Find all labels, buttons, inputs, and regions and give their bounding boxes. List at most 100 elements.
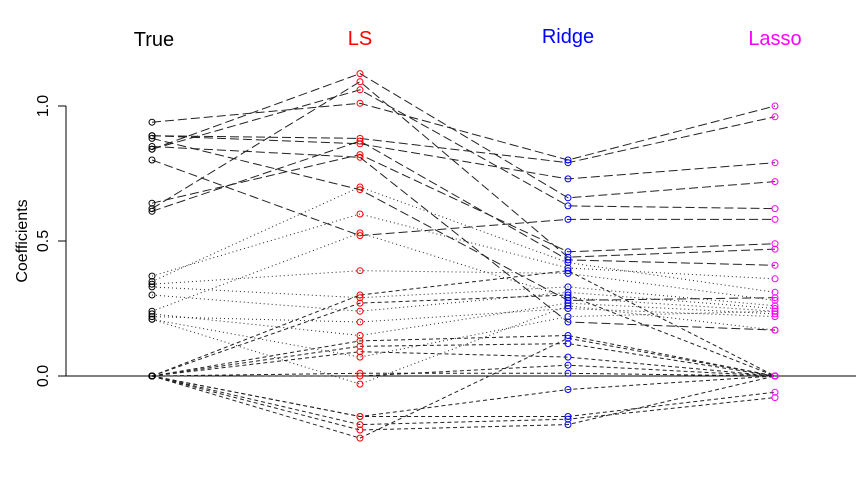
data-point	[771, 205, 779, 213]
data-point	[771, 288, 779, 296]
data-point	[148, 134, 156, 142]
series-line	[151, 135, 776, 180]
y-axis-title: Coefficients	[14, 199, 31, 282]
data-point	[356, 318, 364, 326]
data-point	[356, 78, 364, 86]
data-point	[356, 294, 364, 302]
data-point	[564, 369, 572, 377]
y-axis: 0.0 0.5 1.0	[35, 95, 856, 387]
series-line	[151, 213, 776, 280]
data-point	[771, 159, 779, 167]
series-line	[151, 89, 776, 210]
data-point	[771, 245, 779, 253]
data-point	[771, 313, 779, 321]
data-point	[564, 267, 572, 275]
data-point	[564, 283, 572, 291]
data-point	[564, 413, 572, 420]
column-label-lasso: Lasso	[748, 28, 801, 50]
data-point	[356, 183, 364, 191]
data-point	[148, 280, 156, 288]
data-point	[564, 256, 572, 264]
series-line	[151, 116, 776, 164]
data-point	[564, 361, 572, 369]
data-point	[148, 315, 156, 323]
data-point	[564, 269, 572, 277]
data-point	[771, 394, 779, 402]
data-point	[356, 369, 364, 377]
data-point	[356, 137, 364, 145]
data-point	[771, 307, 779, 315]
data-point	[564, 302, 572, 310]
column-label-ls: LS	[348, 28, 372, 50]
y-tick-label: 1.0	[35, 95, 52, 117]
data-point	[771, 215, 779, 223]
data-point	[564, 340, 572, 348]
data-point	[356, 153, 364, 161]
data-point	[148, 143, 156, 150]
data-point	[771, 294, 779, 302]
series-line	[152, 364, 776, 377]
data-point	[148, 145, 156, 153]
data-point	[771, 261, 779, 269]
series-line	[151, 159, 775, 237]
data-point	[148, 156, 156, 164]
series-line	[151, 270, 776, 377]
series-line	[151, 294, 776, 377]
data-point	[564, 288, 572, 296]
data-point	[356, 229, 364, 237]
data-point	[771, 310, 779, 318]
data-point	[356, 372, 364, 380]
series-line	[151, 286, 776, 307]
data-point	[564, 421, 572, 429]
data-point	[148, 132, 156, 140]
data-point	[564, 296, 572, 304]
data-point	[771, 240, 779, 248]
series-line	[151, 351, 776, 377]
series-line	[151, 375, 776, 431]
data-point	[771, 388, 779, 396]
data-point	[356, 151, 364, 159]
series-line	[151, 302, 776, 337]
series-line	[151, 307, 776, 323]
series-line	[151, 102, 776, 161]
data-point	[148, 118, 156, 126]
data-point	[356, 332, 364, 339]
data-point	[148, 205, 156, 213]
data-point	[564, 299, 572, 307]
data-point	[356, 70, 364, 78]
data-point	[356, 134, 364, 142]
data-point	[564, 318, 572, 326]
data-point	[356, 307, 364, 315]
data-point	[771, 296, 779, 304]
data-point	[771, 178, 779, 186]
data-point	[356, 434, 364, 442]
series-line	[151, 137, 776, 301]
data-point	[564, 215, 572, 223]
y-tick-label: 0.5	[35, 230, 52, 252]
data-point	[564, 353, 572, 361]
data-point	[356, 348, 364, 356]
data-point	[356, 299, 364, 307]
data-point	[564, 259, 572, 267]
series-line	[151, 270, 776, 301]
data-point	[356, 267, 364, 275]
data-point	[356, 380, 364, 388]
series-line	[151, 146, 776, 331]
data-point	[356, 140, 364, 148]
y-tick-label: 0.0	[35, 365, 52, 387]
data-point	[771, 372, 779, 380]
data-point	[356, 186, 364, 194]
data-point	[564, 175, 572, 183]
data-point	[771, 302, 779, 310]
data-point	[564, 264, 572, 272]
data-point	[148, 372, 156, 380]
series-line	[151, 305, 776, 385]
data-point	[356, 99, 364, 107]
data-point	[356, 426, 364, 434]
data-point	[148, 310, 156, 318]
data-point	[564, 334, 572, 342]
data-point	[564, 332, 572, 339]
series-line	[151, 310, 776, 358]
data-point	[564, 202, 572, 210]
